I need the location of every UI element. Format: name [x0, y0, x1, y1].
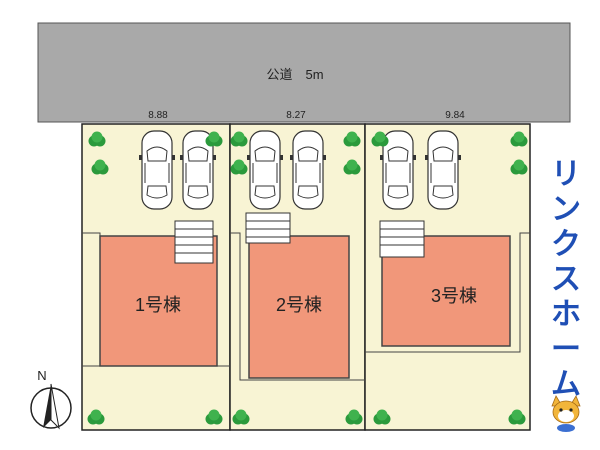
brand-char: リ [551, 157, 581, 192]
tree-icon [230, 131, 248, 147]
parked-car-icon [380, 130, 416, 210]
tree-icon [345, 409, 363, 425]
frontage-lot-2: 8.27 [286, 110, 306, 121]
tree-icon [343, 159, 361, 175]
tree-icon [232, 409, 250, 425]
tree-icon [373, 409, 391, 425]
steps-3 [379, 220, 425, 258]
parked-car-icon [247, 130, 283, 210]
steps-2 [245, 212, 291, 244]
parked-car-icon [180, 130, 216, 210]
brand-char: ス [551, 262, 581, 297]
tree-icon [230, 159, 248, 175]
tree-icon [87, 409, 105, 425]
brand-char: ー [551, 332, 581, 367]
compass-north-label: N [37, 368, 46, 383]
brand-vertical-logo: リ ン ク ス ホ ー ム [548, 160, 584, 400]
brand-char: ホ [551, 297, 581, 332]
tree-icon [343, 131, 361, 147]
frontage-lot-3: 9.84 [445, 110, 465, 121]
parked-car-icon [290, 130, 326, 210]
tree-icon [510, 131, 528, 147]
frontage-lot-1: 8.88 [148, 110, 168, 121]
tree-icon [91, 159, 109, 175]
tree-icon [510, 159, 528, 175]
tree-icon [508, 409, 526, 425]
building-2 [248, 235, 350, 379]
building-1-label: 1号棟 [135, 295, 181, 315]
lot-2-inner-boundary [230, 232, 365, 381]
brand-char: ン [551, 192, 581, 227]
lot-3-inner-boundary [365, 232, 530, 353]
parked-car-icon [425, 130, 461, 210]
steps-1 [174, 220, 214, 264]
brand-char: ム [551, 367, 581, 402]
compass-icon: N [30, 368, 72, 430]
parked-car-icon [139, 130, 175, 210]
building-2-label: 2号棟 [276, 295, 322, 315]
tree-icon [88, 131, 106, 147]
building-3-label: 3号棟 [431, 286, 477, 306]
public-road [37, 22, 571, 123]
tree-icon [205, 409, 223, 425]
mascot-icon [551, 395, 581, 432]
tree-icon [371, 131, 389, 147]
brand-char: ク [551, 227, 581, 262]
road-label: 公道 5m [266, 67, 323, 82]
tree-icon [205, 131, 223, 147]
